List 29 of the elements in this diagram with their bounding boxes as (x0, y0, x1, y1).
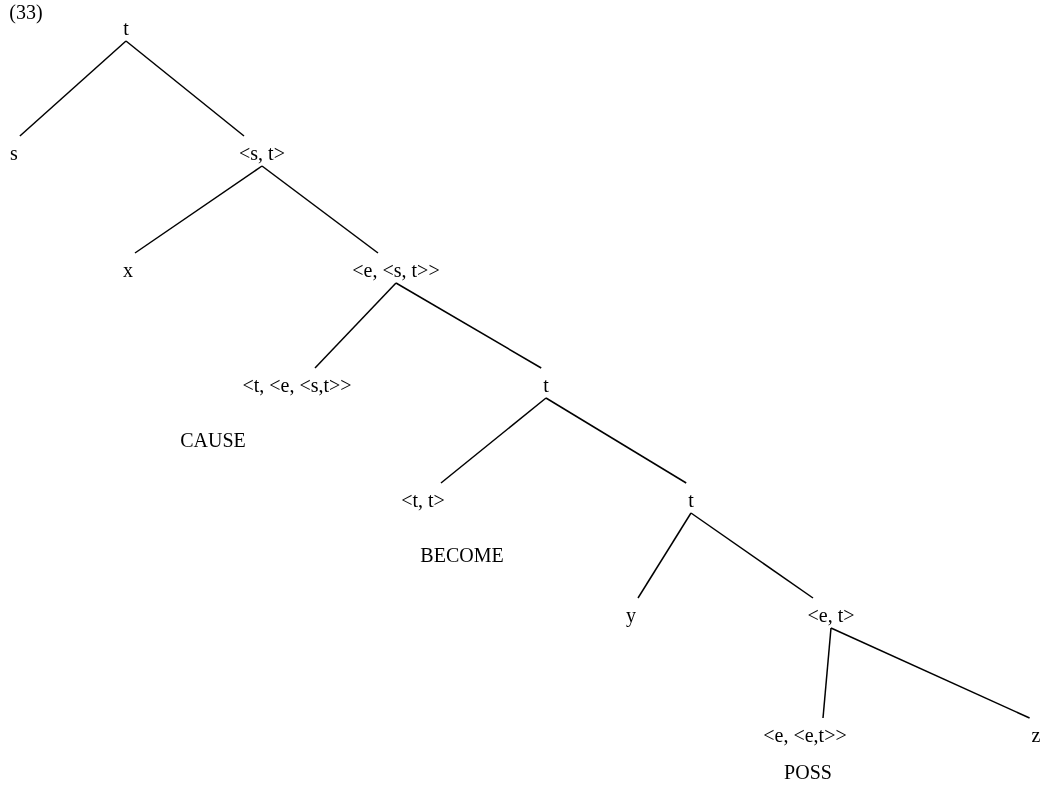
tree-node-label: s (8, 142, 20, 164)
lexical-item-label: CAUSE (180, 429, 246, 451)
tree-branch (19, 40, 127, 137)
tree-node-label: t (541, 374, 551, 396)
lexical-item-label: BECOME (420, 544, 504, 566)
tree-node-label: y (624, 604, 638, 626)
tree-node-label: <e, t> (805, 604, 857, 626)
tree-branch (314, 282, 397, 369)
tree-branch (830, 627, 1031, 719)
tree-node-label: t (686, 489, 696, 511)
tree-node-label: z (1029, 724, 1043, 746)
tree-branch (125, 40, 245, 137)
example-number: (33) (9, 1, 43, 23)
lexical-item-label: POSS (784, 761, 832, 783)
tree-node-label: <e, <s, t>> (350, 259, 442, 281)
tree-node-label: x (121, 259, 135, 281)
tree-branch (134, 165, 263, 254)
tree-node-label: <t, t> (399, 489, 447, 511)
tree-node-label: <s, t> (237, 142, 287, 164)
tree-branch (690, 512, 814, 599)
tree-node-label: <e, <e,t>> (761, 724, 849, 746)
tree-branch (395, 282, 542, 369)
tree-node-label: <t, <e, <s,t>> (240, 374, 354, 396)
tree-branch (637, 512, 692, 599)
tree-node-label: t (121, 17, 131, 39)
tree-branch (545, 397, 687, 484)
tree-branch (440, 397, 547, 484)
tree-branch (261, 165, 379, 254)
tree-branch (822, 627, 832, 719)
